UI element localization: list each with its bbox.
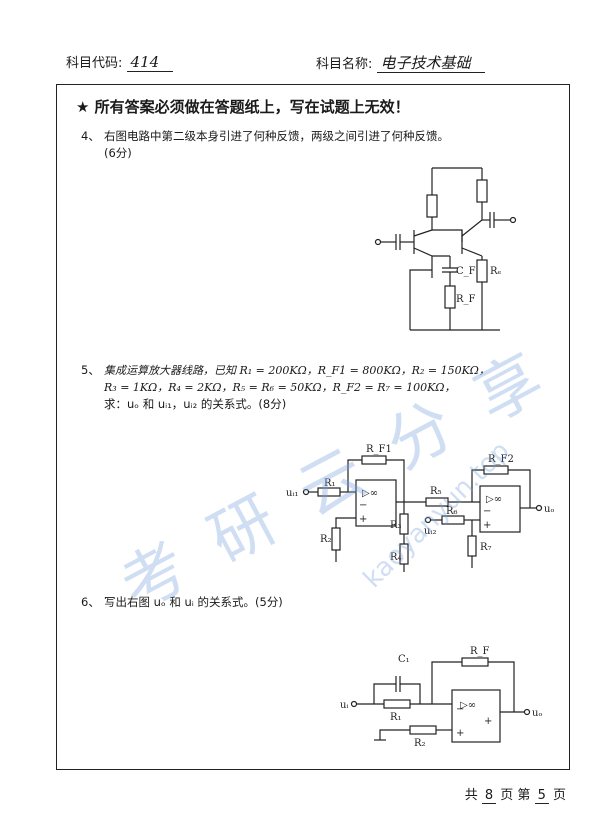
question-5: 5、 集成运算放大器线路，已知 R₁ = 200KΩ，R_F1 = 800KΩ，… [81, 362, 564, 413]
question-line-2: R₃ = 1KΩ，R₄ = 2KΩ，R₅ = R₆ = 50KΩ，R_F2 = … [104, 381, 456, 394]
ui1-label: uᵢ₁ [286, 488, 298, 499]
footer-page: 5 [534, 788, 549, 804]
page-footer: 共 8 页 第 5 页 [464, 784, 566, 804]
exam-frame [56, 84, 570, 770]
subject-code-label: 科目代码: [66, 56, 123, 71]
footer-total-prefix: 共 [464, 788, 478, 803]
r2-label: R₂ [320, 534, 332, 545]
question-number: 6、 [81, 595, 100, 609]
circuit-opamp-rc: C₁ R_F uᵢ R₁ ▷∞ − + + uₒ R₂ [340, 646, 542, 749]
opamp-1 [355, 479, 397, 527]
rf-label: R_F [470, 646, 490, 657]
question-6: 6、 写出右图 uₒ 和 uᵢ 的关系式。(5分) [81, 594, 404, 611]
rf-label: R_F [456, 294, 476, 305]
question-number: 4、 [81, 129, 100, 143]
footer-total-suffix: 页 第 [500, 788, 531, 803]
subject-name: 科目名称: 电子技术基础 [316, 52, 485, 73]
question-score: (6分) [104, 146, 132, 160]
ui-label: uᵢ [340, 700, 348, 711]
subject-code: 科目代码: 414 [66, 52, 174, 72]
question-line-1: 集成运算放大器线路，已知 R₁ = 200KΩ，R_F1 = 800KΩ，R₂ … [104, 364, 490, 377]
r2-label: R₂ [414, 738, 426, 749]
opamp-plus-right: + [484, 716, 492, 727]
question-line-3: 求：uₒ 和 uᵢ₁，uᵢ₂ 的关系式。(8分) [104, 397, 287, 411]
r1-label: R₁ [390, 712, 402, 723]
uo-label: uₒ [544, 504, 554, 515]
r5-label: R₅ [430, 486, 442, 497]
answer-notice: ★ 所有答案必须做在答题纸上，写在试题上无效！ [76, 98, 410, 116]
subject-code-value: 414 [126, 53, 174, 72]
opamp-1-plus: + [359, 514, 367, 525]
question-text: 写出右图 uₒ 和 uᵢ 的关系式。(5分) [104, 595, 283, 609]
r4-label: R₄ [390, 552, 402, 563]
footer-page-suffix: 页 [552, 788, 566, 803]
r6-label: R₆ [446, 506, 458, 517]
rf2-label: R_F2 [488, 454, 514, 465]
c1-label: C₁ [398, 654, 410, 665]
subject-name-value: 电子技术基础 [376, 54, 485, 73]
opamp-2-plus: + [483, 520, 491, 531]
subject-name-label: 科目名称: [316, 57, 373, 72]
opamp-1-minus: − [359, 500, 367, 511]
re-label: Rₑ [490, 266, 502, 277]
cf-label: C_F [456, 266, 476, 277]
question-text: 右图电路中第二级本身引进了何种反馈，两级之间引进了何种反馈。 [104, 129, 449, 143]
rf1-label: R_F1 [366, 444, 392, 455]
footer-total: 8 [481, 788, 497, 804]
ui2-label: uᵢ₂ [424, 526, 436, 537]
opamp-symbol: ▷∞ [460, 700, 476, 711]
r1-label: R₁ [324, 478, 336, 489]
r7-label: R₇ [480, 542, 492, 553]
uo-label: uₒ [532, 708, 542, 719]
opamp-2-symbol: ▷∞ [486, 494, 502, 505]
opamp-2 [479, 485, 521, 533]
opamp-minus: − [456, 704, 464, 715]
opamp-1-symbol: ▷∞ [362, 488, 378, 499]
opamp-plus: + [456, 728, 464, 739]
r3-label: R₃ [390, 520, 402, 531]
opamp [451, 689, 501, 743]
question-4: 4、 右图电路中第二级本身引进了何种反馈，两级之间引进了何种反馈。 (6分) [81, 128, 554, 162]
opamp-2-minus: − [483, 506, 491, 517]
circuit-two-opamps: ▷∞ − + uᵢ₁ R₁ R_F1 R₂ R₅ R₃ R₄ uᵢ₂ R₆ ▷∞… [286, 444, 554, 572]
question-number: 5、 [81, 363, 100, 377]
circuit-two-stage-amplifier: C_F R_F Rₑ [374, 167, 517, 331]
